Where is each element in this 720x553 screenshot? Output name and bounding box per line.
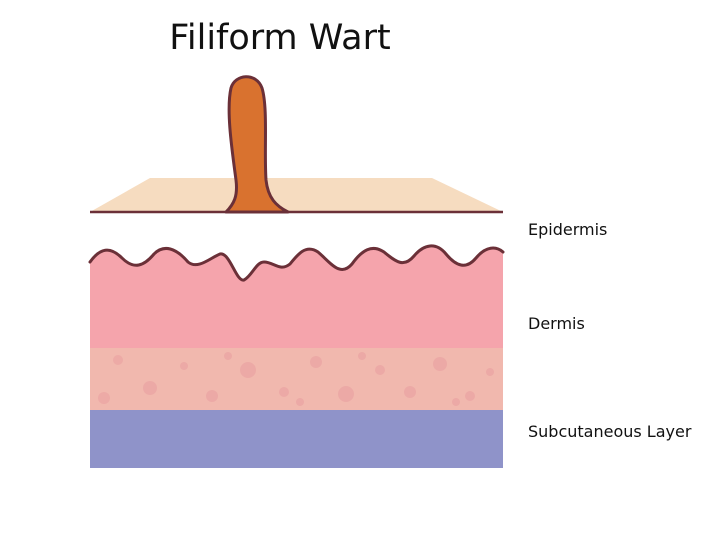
dermis-label: Dermis xyxy=(528,314,585,333)
dermis-texture xyxy=(98,352,494,406)
epidermis-label: Epidermis xyxy=(528,220,608,239)
dermis-deep-layer xyxy=(90,348,503,410)
dermis-boundary xyxy=(88,244,505,282)
subcutaneous-layer xyxy=(90,410,503,468)
subcutaneous-label: Subcutaneous Layer xyxy=(528,422,692,441)
filiform-wart xyxy=(224,75,290,214)
diagram-title: Filiform Wart xyxy=(169,18,391,58)
epidermis-layer xyxy=(90,178,503,212)
